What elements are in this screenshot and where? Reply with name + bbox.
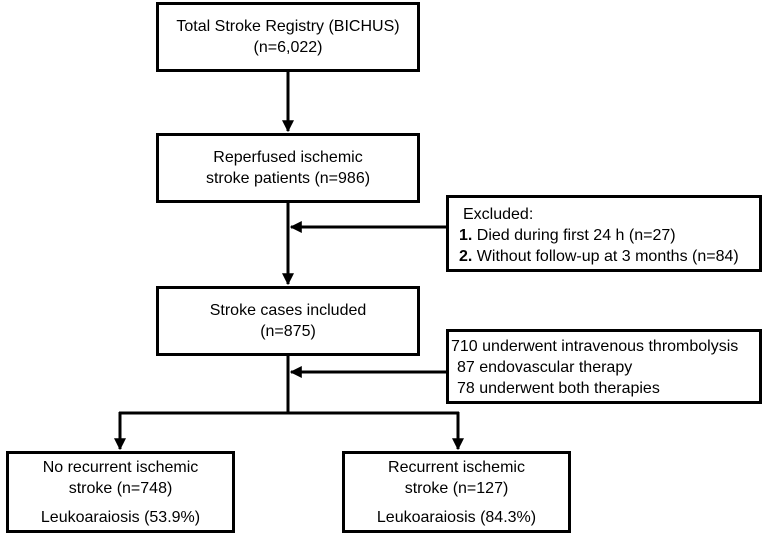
reperfused-count: stroke patients (n=986) xyxy=(205,170,371,187)
excluded-item: 2. Without follow-up at 3 months (n=84) xyxy=(457,246,759,267)
reperfused-title: Reperfused ischemic xyxy=(213,149,363,166)
excluded-item-text: Without follow-up at 3 months (n=84) xyxy=(476,248,739,265)
therapy-line: 78 underwent both therapies xyxy=(457,380,660,397)
reperfused-box: Reperfused ischemic stroke patients (n=9… xyxy=(156,133,420,203)
total-registry-count: (n=6,022) xyxy=(253,39,323,56)
excluded-item-text: Died during first 24 h (n=27) xyxy=(476,227,676,244)
no-recurrent-box: No recurrent ischemic stroke (n=748) Leu… xyxy=(6,451,235,533)
total-registry-box: Total Stroke Registry (BICHUS) (n=6,022) xyxy=(156,2,420,72)
no-recurrent-count: stroke (n=748) xyxy=(68,479,173,497)
included-count: (n=875) xyxy=(260,323,316,340)
recurrent-leukoaraiosis: Leukoaraiosis (84.3%) xyxy=(376,508,537,526)
included-title: Stroke cases included xyxy=(209,302,367,319)
no-recurrent-title: No recurrent ischemic xyxy=(42,458,199,476)
total-registry-title: Total Stroke Registry (BICHUS) xyxy=(176,18,400,35)
excluded-item-number: 1. xyxy=(459,227,477,244)
recurrent-title: Recurrent ischemic xyxy=(388,458,525,476)
excluded-box: Excluded: 1. Died during first 24 h (n=2… xyxy=(446,195,762,272)
recurrent-box: Recurrent ischemic stroke (n=127) Leukoa… xyxy=(342,451,571,533)
recurrent-count: stroke (n=127) xyxy=(404,479,509,497)
therapy-line: 87 endovascular therapy xyxy=(457,359,633,376)
excluded-item: 1. Died during first 24 h (n=27) xyxy=(457,225,759,246)
included-box: Stroke cases included (n=875) xyxy=(156,286,420,356)
excluded-title: Excluded: xyxy=(463,206,534,223)
therapy-line: 710 underwent intravenous thrombolysis xyxy=(451,338,739,355)
no-recurrent-leukoaraiosis: Leukoaraiosis (53.9%) xyxy=(40,508,201,526)
therapies-box: 710 underwent intravenous thrombolysis 8… xyxy=(446,329,762,404)
excluded-item-number: 2. xyxy=(459,248,477,265)
